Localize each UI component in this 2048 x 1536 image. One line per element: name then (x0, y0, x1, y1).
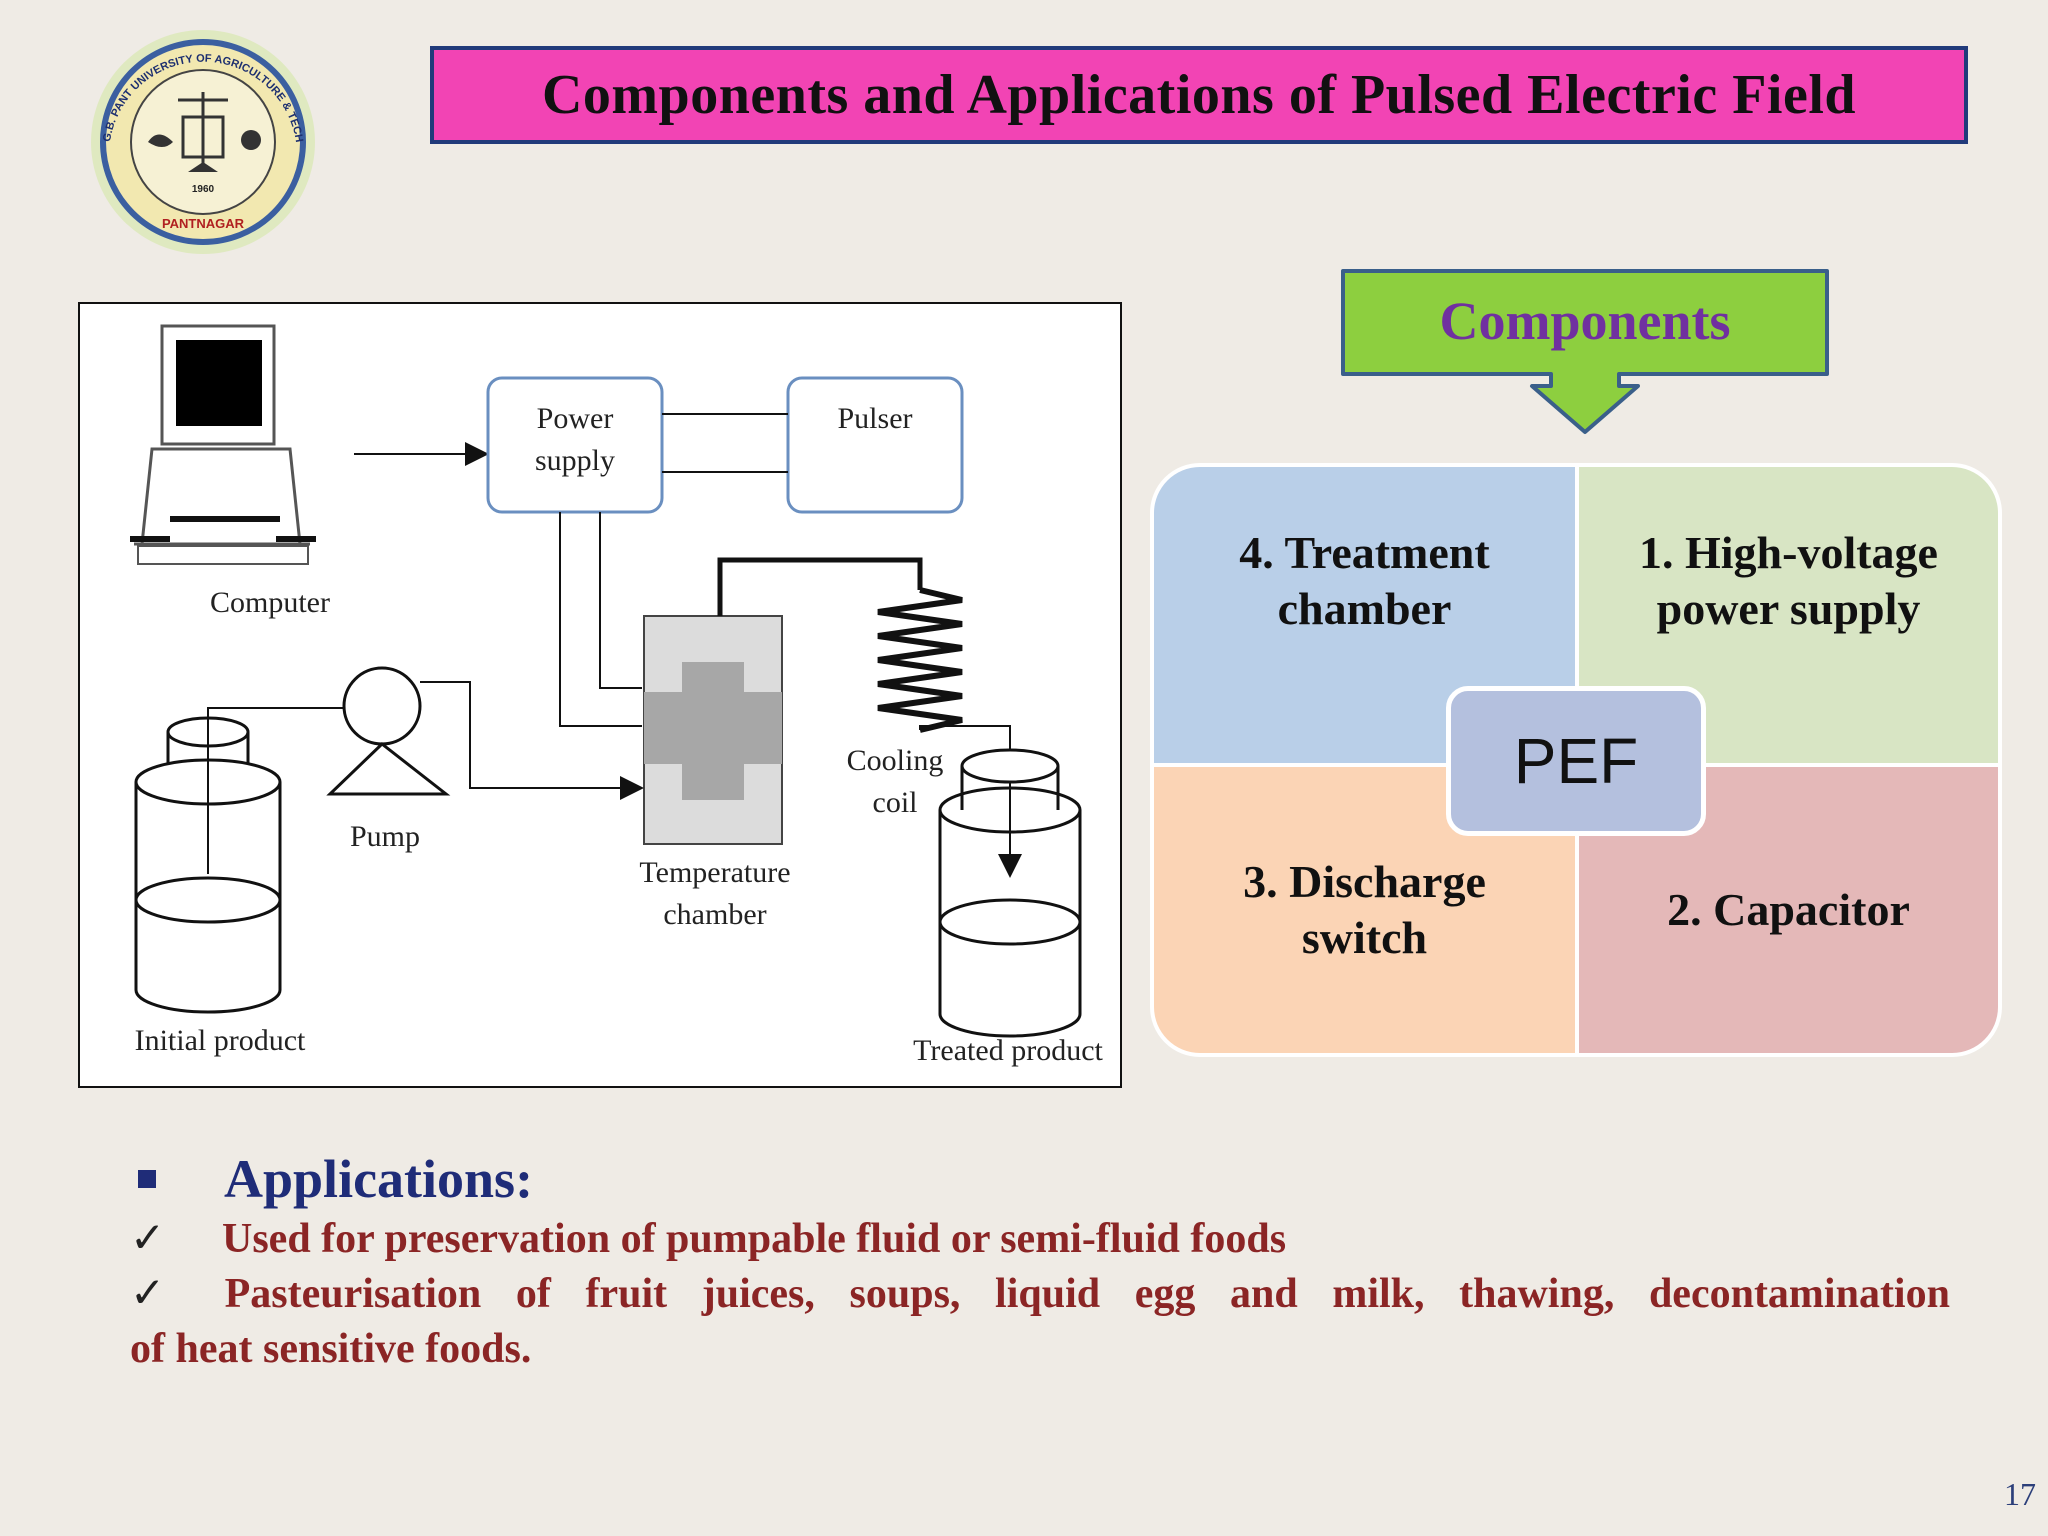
logo-bottom-text: PANTNAGAR (162, 216, 245, 231)
app2-word: of (515, 1271, 551, 1317)
application-item-1-text: Used for preservation of pumpable fluid … (222, 1216, 1287, 1262)
discharge-switch-label: 3. Discharge switch (1243, 856, 1486, 963)
cooling-coil-label-2: coil (872, 786, 918, 819)
logo-year: 1960 (192, 184, 215, 195)
page-number: 17 (2004, 1476, 2036, 1512)
app2-word: and (1230, 1271, 1298, 1317)
applications-heading: Applications: (224, 1149, 534, 1209)
app2-word: decontamination (1648, 1271, 1950, 1317)
power-supply-box (486, 376, 664, 514)
app2-word: juices, (701, 1271, 815, 1317)
app2-word: liquid (995, 1271, 1101, 1317)
app2-word: fruit (585, 1271, 668, 1317)
power-supply-label-1: Power (536, 402, 614, 435)
app2-word: Pasteurisation (224, 1271, 482, 1317)
diagram-drawing (130, 324, 1082, 1038)
cooling-coil-icon (877, 587, 963, 733)
temperature-chamber-label-1: Temperature (639, 856, 791, 889)
pef-center-box: PEF (1446, 686, 1706, 836)
temperature-chamber-icon (643, 615, 783, 845)
applications-section: Applications: ✓ Used for preservation of … (130, 1148, 1950, 1377)
pef-process-diagram: Computer Power supply Pulser Pump Temper… (78, 302, 1122, 1088)
app2-word: thawing, (1459, 1271, 1615, 1317)
computer-label: Computer (210, 586, 330, 619)
treatment-chamber-label: 4. Treatment chamber (1239, 527, 1490, 634)
components-callout-arrow (1341, 269, 1829, 434)
checkmark-icon: ✓ (130, 1271, 166, 1317)
page-title: Components and Applications of Pulsed El… (541, 64, 1857, 126)
application-item-2: ✓ Pasteurisation of fruit juices, soups,… (130, 1267, 1950, 1377)
applications-header: Applications: (130, 1148, 1950, 1210)
components-heading: Components (1439, 291, 1731, 351)
capacitor-label: 2. Capacitor (1667, 884, 1910, 935)
app2-word: soups, (849, 1271, 961, 1317)
application-item-1: ✓ Used for preservation of pumpable fluid… (130, 1212, 1950, 1267)
pulser-label: Pulser (837, 402, 913, 435)
application-item-2-line-2: of heat sensitive foods. (130, 1326, 532, 1372)
initial-product-label: Initial product (134, 1024, 306, 1057)
treated-product-label: Treated product (913, 1034, 1103, 1067)
application-item-2-line-1: ✓ Pasteurisation of fruit juices, soups,… (130, 1267, 1950, 1322)
power-supply-label-2: supply (534, 444, 615, 477)
pump-label: Pump (349, 820, 421, 853)
pulser-box (786, 376, 964, 514)
university-logo: G.B. PANT UNIVERSITY OF AGRICULTURE & TE… (58, 22, 315, 254)
title-banner: Components and Applications of Pulsed El… (430, 46, 1968, 144)
high-voltage-label: 1. High-voltage power supply (1639, 527, 1938, 634)
treated-product-jar-icon (938, 748, 1082, 1038)
app2-word: egg (1134, 1271, 1196, 1317)
square-bullet-icon (138, 1170, 156, 1188)
temperature-chamber-label-2: chamber (663, 898, 767, 931)
cooling-coil-label-1: Cooling (846, 744, 944, 777)
pump-icon (326, 666, 451, 796)
checkmark-icon: ✓ (130, 1216, 166, 1262)
app2-word: milk, (1332, 1271, 1425, 1317)
computer-icon (130, 324, 316, 565)
